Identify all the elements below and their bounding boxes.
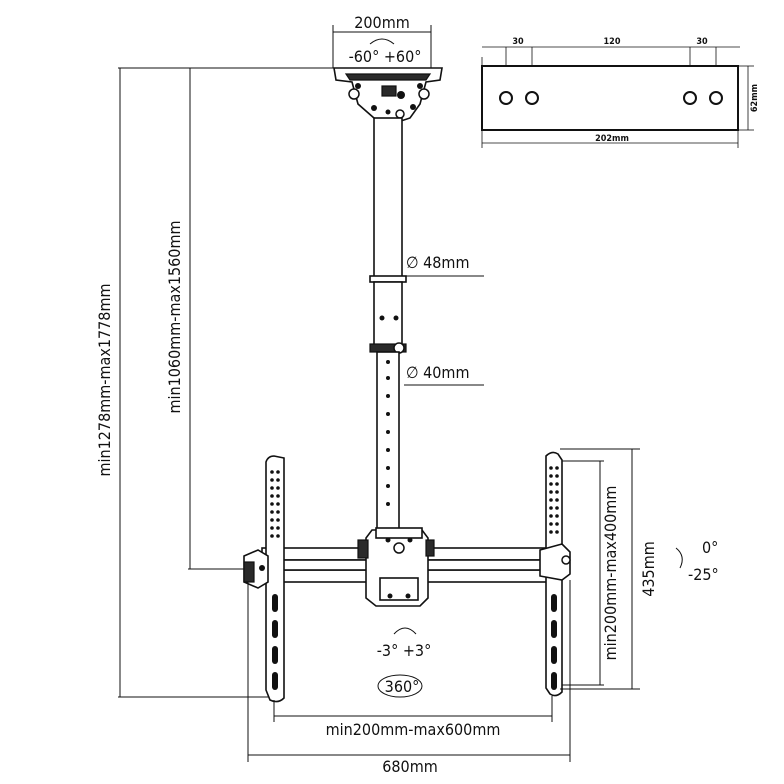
rotation-ellipse-icon — [377, 674, 423, 698]
pole-lower — [376, 351, 400, 533]
vesa-vertical-label: min200mm-max400mm — [601, 486, 620, 661]
upper-diameter-label: ∅ 48mm — [406, 253, 469, 272]
tilt-bottom-label: -25° — [688, 565, 719, 584]
tilt-indicator: 0° -25° — [675, 538, 719, 584]
plate-hole-1 — [499, 91, 513, 105]
swivel-arc-icon — [369, 38, 395, 45]
left-vesa-arm — [243, 455, 285, 703]
swivel-label: -60° +60° — [349, 47, 422, 66]
roll-rotation-indicators: -3° +3° 360° — [377, 627, 432, 698]
plate-hole-spacing-label: 120 — [604, 37, 621, 47]
plate-height-label: 62mm — [750, 84, 760, 112]
overall-width-label: 680mm — [382, 757, 438, 776]
pole-upper — [369, 117, 407, 354]
right-dimensions: min200mm-max400mm 435mm — [560, 448, 658, 690]
plate-hole-3 — [683, 91, 697, 105]
top-width-label: 200mm — [354, 13, 410, 32]
tilt-arc-icon — [675, 547, 683, 569]
lower-diameter-label: ∅ 40mm — [406, 363, 469, 382]
rotation-label: 360° — [385, 677, 420, 696]
vesa-horizontal-label: min200mm-max600mm — [326, 720, 501, 739]
tilt-top-label: 0° — [702, 538, 718, 557]
top-dimension: 200mm -60° +60° — [332, 13, 432, 68]
height-dimensions: min1278mm-max1778mm min1060mm-max1560mm — [95, 67, 338, 698]
ceiling-bracket — [333, 67, 443, 123]
plate-hole-2 — [525, 91, 539, 105]
bottom-dimensions: min200mm-max600mm 680mm — [247, 580, 571, 776]
center-clamp — [357, 527, 435, 607]
pole-height-label: min1060mm-max1560mm — [165, 220, 184, 413]
roll-label: -3° +3° — [377, 641, 432, 660]
plate-hole-4 — [709, 91, 723, 105]
plate-width-label: 202mm — [595, 134, 629, 144]
diameter-callouts: ∅ 48mm ∅ 40mm — [404, 253, 484, 386]
overall-height-label: min1278mm-max1778mm — [95, 283, 114, 476]
plate-right-offset-label: 30 — [696, 37, 708, 47]
right-vesa-arm — [539, 451, 571, 697]
ceiling-plate-outline — [481, 65, 739, 131]
plate-left-offset-label: 30 — [512, 37, 524, 47]
bracket-height-label: 435mm — [639, 541, 658, 597]
ceiling-plate-detail: 30 120 30 62mm 202mm — [481, 37, 760, 148]
roll-arc-icon — [393, 627, 417, 635]
